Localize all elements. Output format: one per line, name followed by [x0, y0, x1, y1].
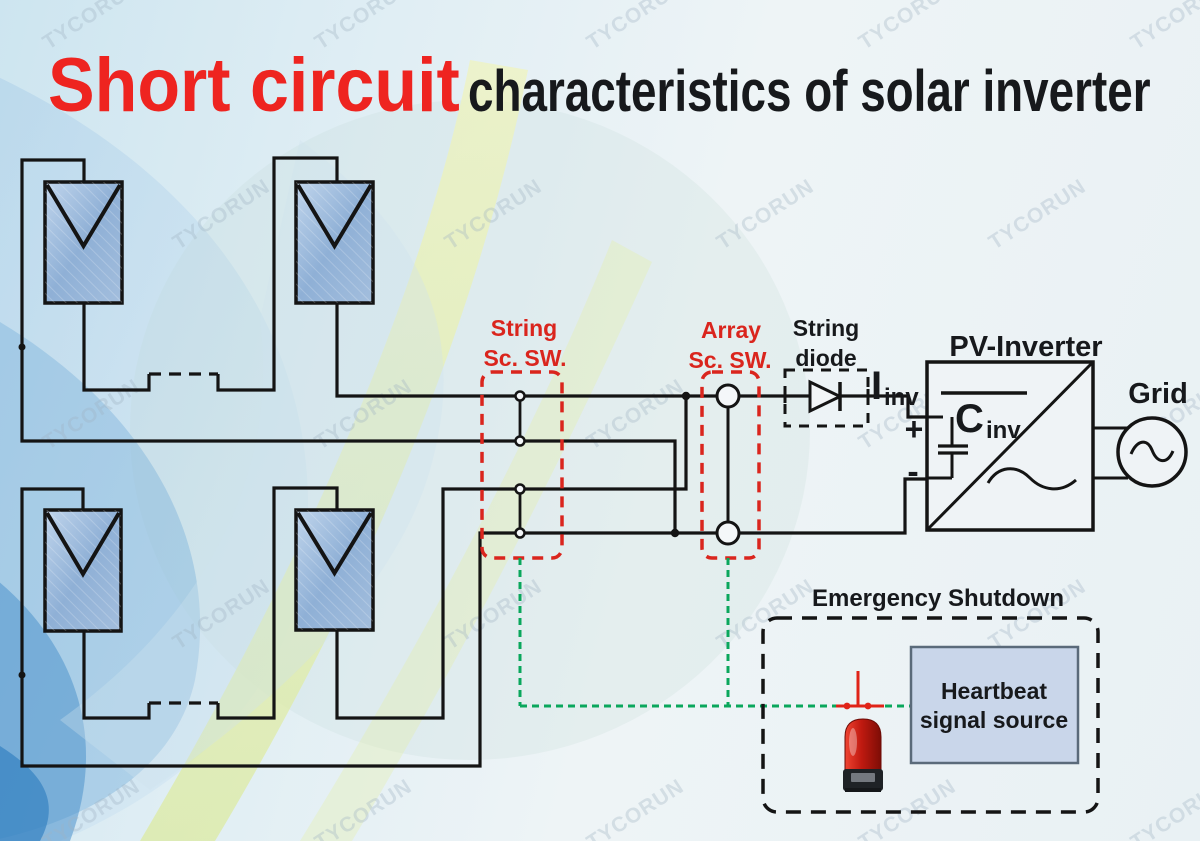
solar-panel — [294, 508, 375, 632]
solar-panel — [294, 180, 375, 305]
heartbeat-box: Heartbeat signal source — [909, 645, 1080, 765]
wire — [216, 156, 339, 392]
emergency-shutdown: Emergency Shutdown Heartbeat signal sour… — [518, 558, 1100, 814]
string-switch-box — [480, 370, 564, 560]
capacitor-symbol-label: C — [955, 397, 984, 441]
grid-source: Grid — [1093, 378, 1188, 488]
array-switch: Array Sc. SW. — [688, 317, 772, 560]
heartbeat-label: signal source — [920, 707, 1068, 733]
ac-sine — [1129, 440, 1175, 463]
heartbeat-label: Heartbeat — [941, 678, 1047, 704]
emergency-shutdown-box — [761, 616, 1100, 814]
switch-contact — [514, 527, 526, 539]
wire — [335, 396, 688, 720]
emergency-shutdown-title: Emergency Shutdown — [812, 585, 1064, 612]
solar-panel — [43, 180, 124, 305]
switch-contact — [514, 435, 526, 447]
string-switch: String Sc. SW. — [480, 315, 567, 560]
wire — [20, 477, 927, 768]
wire — [82, 303, 151, 392]
wire — [82, 631, 151, 720]
switch-contact — [715, 520, 741, 546]
page-title: Short circuit characteristics of solar i… — [0, 0, 1200, 130]
plus-terminal: + — [905, 411, 924, 447]
minus-terminal: - — [907, 453, 918, 491]
switch-contact — [514, 483, 526, 495]
inverter-title: PV-Inverter — [949, 331, 1102, 363]
pv-inverter: PV-Inverter C inv + - — [905, 331, 1103, 532]
string-diode-label: String — [793, 315, 859, 341]
alarm-beacon — [843, 718, 883, 792]
array-switch-label: Array — [701, 317, 761, 343]
solar-panel — [43, 508, 123, 633]
wire — [216, 486, 339, 720]
pv-string-top — [43, 180, 375, 305]
ac-sine — [986, 467, 1077, 491]
string-switch-label: Sc. SW. — [483, 345, 566, 371]
grid-label: Grid — [1128, 378, 1188, 410]
wire — [335, 303, 944, 419]
switch-contact — [715, 383, 741, 409]
array-switch-label: Sc. SW. — [688, 347, 771, 373]
string-diode-label: diode — [795, 345, 856, 371]
emergency-switch — [836, 671, 884, 710]
switch-contact — [514, 390, 526, 402]
wiring — [20, 156, 944, 768]
capacitor-subscript: inv — [986, 417, 1021, 444]
diode-symbol — [808, 379, 844, 414]
title-highlight: Short circuit — [48, 43, 460, 128]
current-subscript: inv — [884, 384, 919, 411]
pv-string-bottom — [43, 508, 375, 633]
inverter-current-label: I inv — [871, 364, 919, 411]
current-symbol: I — [871, 364, 882, 408]
signal-wires — [518, 558, 911, 708]
title-rest: characteristics of solar inverter — [468, 59, 1151, 124]
capacitor-symbol — [927, 417, 968, 480]
junction-dots — [18, 343, 691, 679]
array-switch-box — [700, 370, 761, 560]
wire — [20, 158, 677, 533]
string-diode: String diode — [783, 315, 870, 428]
string-switch-label: String — [491, 315, 557, 341]
